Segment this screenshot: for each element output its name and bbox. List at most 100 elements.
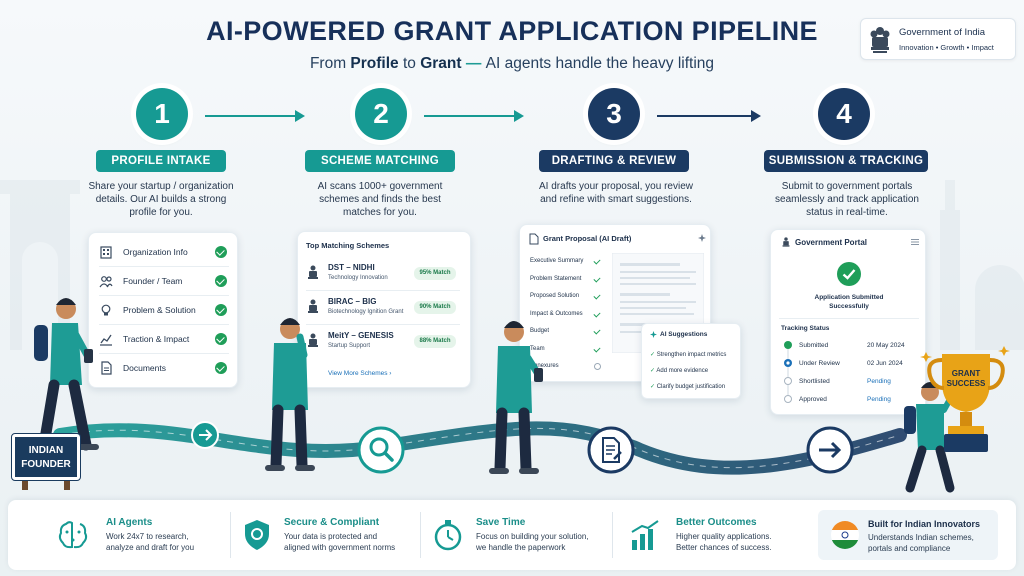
match-badge: 88% Match [414, 335, 456, 348]
national-emblem-icon [870, 27, 890, 53]
tracking-step: Under Review [799, 360, 840, 367]
founder-with-phone-illustration [489, 321, 543, 474]
draft-section[interactable]: Team [530, 341, 601, 359]
profile-item: Documents [99, 357, 229, 379]
lightbulb-icon [101, 304, 111, 316]
document-icon [529, 233, 539, 245]
portal-card-title: Government Portal [795, 238, 868, 247]
ai-brain-icon [58, 521, 88, 549]
draft-sections-list: Executive Summary Problem Statement Prop… [530, 253, 601, 376]
draft-section[interactable]: Problem Statement [530, 271, 601, 289]
india-flag-icon [831, 521, 859, 549]
view-more-schemes-link[interactable]: View More Schemes › [328, 370, 392, 377]
gov-line2: Innovation • Growth • Impact [899, 43, 994, 52]
team-icon [99, 276, 113, 288]
feature-save-time: Save Time Focus on building your solutio… [428, 500, 618, 570]
menu-icon[interactable] [911, 239, 919, 245]
emblem-icon [308, 333, 318, 347]
founder-celebrating-illustration [904, 382, 959, 493]
step-4-label: SUBMISSION & TRACKING [764, 150, 928, 172]
suggestion-item[interactable]: ✓ Clarify budget justification [650, 384, 726, 390]
step-3-number: 3 [588, 88, 640, 140]
chart-icon [100, 334, 112, 346]
gov-line1: Government of India [899, 27, 986, 38]
draft-section[interactable]: Proposed Solution [530, 288, 601, 306]
arrow-right-icon [806, 426, 854, 474]
building-icon [100, 246, 112, 259]
tracking-step: Approved [799, 396, 827, 403]
step-3-label: DRAFTING & REVIEW [539, 150, 689, 172]
step-4-number: 4 [818, 88, 870, 140]
page-title: AI-POWERED GRANT APPLICATION PIPELINE [206, 16, 818, 46]
step-2-label: SCHEME MATCHING [305, 150, 455, 172]
suggestion-item[interactable]: ✓ Strengthen impact metrics [650, 352, 727, 358]
check-icon [215, 362, 227, 374]
growth-chart-icon [631, 520, 659, 550]
ai-suggestions-card: AI Suggestions ✓ Strengthen impact metri… [641, 323, 741, 399]
document-edit-icon [587, 426, 635, 474]
check-icon [215, 304, 227, 316]
arrow-right-icon [191, 421, 219, 449]
draft-section[interactable]: Annexures [530, 358, 601, 376]
step-arrow-3 [657, 110, 761, 122]
tracking-timeline [784, 341, 792, 403]
success-check-icon [837, 262, 861, 286]
step-1-label: PROFILE INTAKE [96, 150, 226, 172]
stopwatch-icon [434, 520, 462, 551]
founder-thinking-illustration [265, 318, 315, 471]
check-icon [215, 275, 227, 287]
draft-section[interactable]: Budget [530, 323, 601, 341]
search-icon [357, 426, 405, 474]
step-2-number: 2 [355, 88, 407, 140]
emblem-icon [308, 265, 318, 279]
schemes-card-title: Top Matching Schemes [306, 241, 390, 250]
draft-review-card: Grant Proposal (AI Draft) Executive Summ… [519, 224, 711, 382]
trophy-icon [920, 346, 1010, 452]
check-icon [215, 246, 227, 258]
feature-better-outcomes: Better Outcomes Higher quality applicati… [620, 500, 810, 570]
sparkle-icon [650, 331, 657, 338]
page-subtitle: From Profile to Grant — AI agents handle… [309, 55, 715, 72]
profile-intake-card: Organization Info Founder / Team Problem… [88, 232, 238, 388]
tracking-date: Pending [867, 396, 891, 403]
step-1-number: 1 [136, 88, 188, 140]
step-arrow-2 [424, 110, 524, 122]
tracking-title: Tracking Status [781, 325, 830, 332]
features-bar: AI Agents Work 24x7 to research,analyze … [8, 500, 1016, 570]
tracking-step: Shortlisted [799, 378, 830, 385]
government-badge: Government of India Innovation • Growth … [860, 18, 1016, 60]
profile-item: Organization Info [99, 241, 229, 263]
tracking-date: 20 May 2024 [867, 342, 905, 349]
step-arrow-1 [205, 110, 305, 122]
built-for-india-box: Built for Indian Innovators Understands … [818, 510, 998, 560]
tracking-date: Pending [867, 378, 891, 385]
suggestions-title: AI Suggestions [660, 331, 708, 338]
emblem-icon [308, 299, 318, 313]
emblem-icon [782, 237, 790, 247]
profile-item: Problem & Solution [99, 299, 229, 321]
check-icon [215, 333, 227, 345]
sparkle-icon [698, 234, 706, 242]
profile-item: Traction & Impact [99, 328, 229, 350]
tracking-date: 02 Jun 2024 [867, 360, 903, 367]
suggestion-item[interactable]: ✓ Add more evidence [650, 368, 709, 374]
match-badge: 90% Match [414, 301, 456, 314]
draft-card-title: Grant Proposal (AI Draft) [543, 234, 632, 243]
feature-secure-compliant: Secure & Compliant Your data is protecte… [238, 500, 428, 570]
draft-section[interactable]: Executive Summary [530, 253, 601, 271]
tracking-step: Submitted [799, 342, 829, 349]
document-icon [101, 361, 112, 375]
draft-section[interactable]: Impact & Outcomes [530, 306, 601, 324]
